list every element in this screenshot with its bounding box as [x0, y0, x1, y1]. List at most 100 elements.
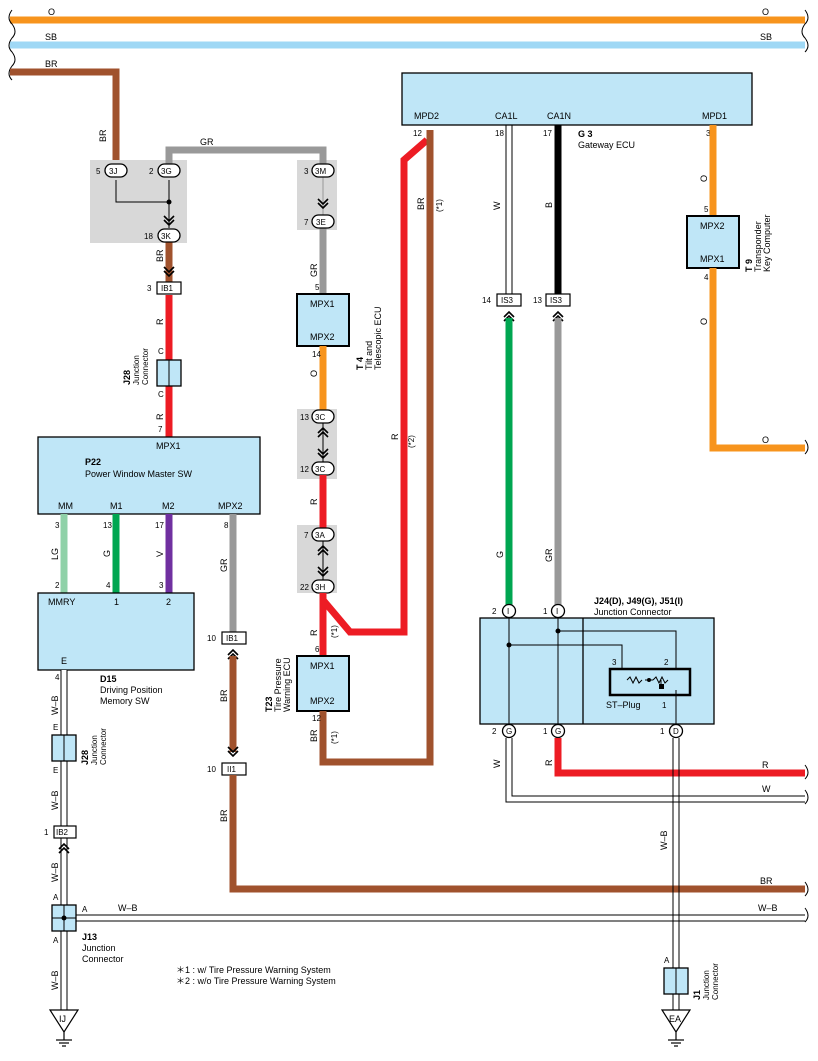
svg-text:IB1: IB1	[226, 634, 239, 643]
svg-text:3G: 3G	[161, 167, 172, 176]
svg-text:3A: 3A	[315, 531, 325, 540]
connector-j-d: D 1	[660, 723, 684, 739]
j28-id-bot: J28	[80, 750, 90, 765]
g3-pin-mpd2: MPD2	[414, 111, 439, 121]
svg-text:2: 2	[55, 581, 60, 590]
wire-br-ib1-label: BR	[219, 689, 229, 702]
j28-pin-e-top: E	[53, 723, 58, 732]
j28-pin-c-bot: C	[158, 390, 164, 399]
svg-text:IS3: IS3	[501, 296, 514, 305]
svg-text:IB2: IB2	[56, 828, 69, 837]
d15-name2: Memory SW	[100, 696, 150, 706]
svg-text:13: 13	[300, 413, 309, 422]
svg-text:4: 4	[55, 673, 60, 682]
bus-sb-label-right: SB	[760, 32, 772, 42]
bus-wave-left	[8, 9, 16, 81]
t4-name2: Telescopic ECU	[373, 306, 383, 370]
wire-r-label-2: R	[155, 413, 165, 420]
t23-name2: Warning ECU	[282, 657, 292, 712]
p22-id: P22	[85, 457, 101, 467]
wire-br-gateway-star1: (*1)	[435, 199, 444, 212]
j28-name2-top: Connector	[141, 348, 150, 385]
svg-text:3C: 3C	[315, 465, 325, 474]
bus-o-label-right: O	[762, 7, 769, 17]
svg-text:2: 2	[492, 607, 497, 616]
svg-text:13: 13	[103, 521, 112, 530]
wire-br-vert-label: BR	[98, 129, 108, 142]
svg-text:1: 1	[44, 828, 49, 837]
svg-text:3: 3	[159, 581, 164, 590]
wire-r-t23-star1: (*1)	[330, 625, 339, 638]
t4-name1: Tilt and	[364, 341, 374, 370]
p22-top-pin: MPX1	[156, 441, 181, 451]
wire-g-label: G	[102, 550, 112, 557]
note-1: ＊1 : w/ Tire Pressure Warning System	[176, 965, 331, 975]
svg-text:5: 5	[315, 283, 320, 292]
wire-o-t4-label: O	[309, 370, 319, 377]
wire-gr-t4-label: GR	[309, 263, 319, 277]
svg-text:2: 2	[492, 727, 497, 736]
svg-text:10: 10	[207, 765, 216, 774]
wire-wb-bus-label-right: W–B	[758, 903, 778, 913]
wire-lg-label: LG	[50, 548, 60, 560]
svg-text:I: I	[507, 607, 509, 616]
wire-gr-mpx2-label: GR	[219, 558, 229, 572]
wire-w-ca1l-label: W	[492, 201, 502, 210]
t23-id: T23	[264, 696, 274, 712]
connector-3m: 3M 3	[304, 163, 335, 178]
p22-name: Power Window Master SW	[85, 469, 193, 479]
d15-pin-mmry: MMRY	[48, 597, 75, 607]
j24-name: Junction Connector	[594, 607, 672, 617]
svg-text:EA: EA	[669, 1014, 681, 1024]
wire-br-t23-label: BR	[309, 729, 319, 742]
d15-name1: Driving Position	[100, 685, 163, 695]
wire-r-3h-gateway	[320, 137, 430, 636]
t9-component	[686, 215, 740, 269]
svg-text:3C: 3C	[315, 413, 325, 422]
wire-br-t23-star1: (*1)	[330, 731, 339, 744]
connector-ib1-b	[221, 631, 247, 645]
svg-text:3H: 3H	[315, 583, 325, 592]
svg-text:10: 10	[207, 634, 216, 643]
svg-text:22: 22	[300, 583, 309, 592]
wire-br-3k-label: BR	[155, 249, 165, 262]
t9-name2: Key Computer	[762, 214, 772, 272]
connector-j-g1: G 2	[492, 723, 517, 739]
svg-text:MPX2: MPX2	[700, 221, 725, 231]
connector-ib1-a: IB1 3	[147, 281, 182, 295]
svg-text:4: 4	[704, 273, 709, 282]
svg-text:MPX1: MPX1	[700, 254, 725, 264]
p22-pin-m1: M1	[110, 501, 123, 511]
connector-3k: 3K 18	[144, 228, 181, 243]
t9-id: T 9	[744, 259, 754, 272]
svg-text:13: 13	[533, 296, 542, 305]
bus-wave-right	[801, 9, 809, 53]
j28-name2-bot: Connector	[99, 728, 108, 765]
svg-text:1: 1	[543, 607, 548, 616]
d15-pin-e: E	[61, 656, 67, 666]
j1-name2: Connector	[711, 963, 720, 1000]
svg-text:5: 5	[704, 205, 709, 214]
wire-br-bottom-label: BR	[760, 876, 773, 886]
svg-text:IB1: IB1	[161, 284, 174, 293]
wire-br-gateway-label: BR	[416, 197, 426, 210]
j28-id-top: J28	[122, 370, 132, 385]
svg-text:1: 1	[660, 727, 665, 736]
j28-pin-e-bot: E	[53, 766, 58, 775]
wire-r-gateway-label: R	[390, 433, 400, 440]
wire-w-right-label: W	[762, 784, 771, 794]
wire-w-g1-label: W	[492, 759, 502, 768]
wire-br-top-label: BR	[45, 59, 58, 69]
j13-name2: Connector	[82, 954, 124, 964]
svg-text:3: 3	[304, 167, 309, 176]
svg-text:3K: 3K	[161, 232, 171, 241]
connector-is3-b: IS3 13	[533, 293, 571, 307]
svg-text:12: 12	[312, 714, 321, 723]
svg-text:MPX1: MPX1	[310, 661, 335, 671]
p22-top-pin-num: 7	[158, 425, 163, 434]
p22-pin-mm: MM	[58, 501, 73, 511]
svg-text:2: 2	[664, 658, 669, 667]
svg-text:18: 18	[495, 129, 504, 138]
j13-id: J13	[82, 932, 97, 942]
g3-name: Gateway ECU	[578, 140, 635, 150]
